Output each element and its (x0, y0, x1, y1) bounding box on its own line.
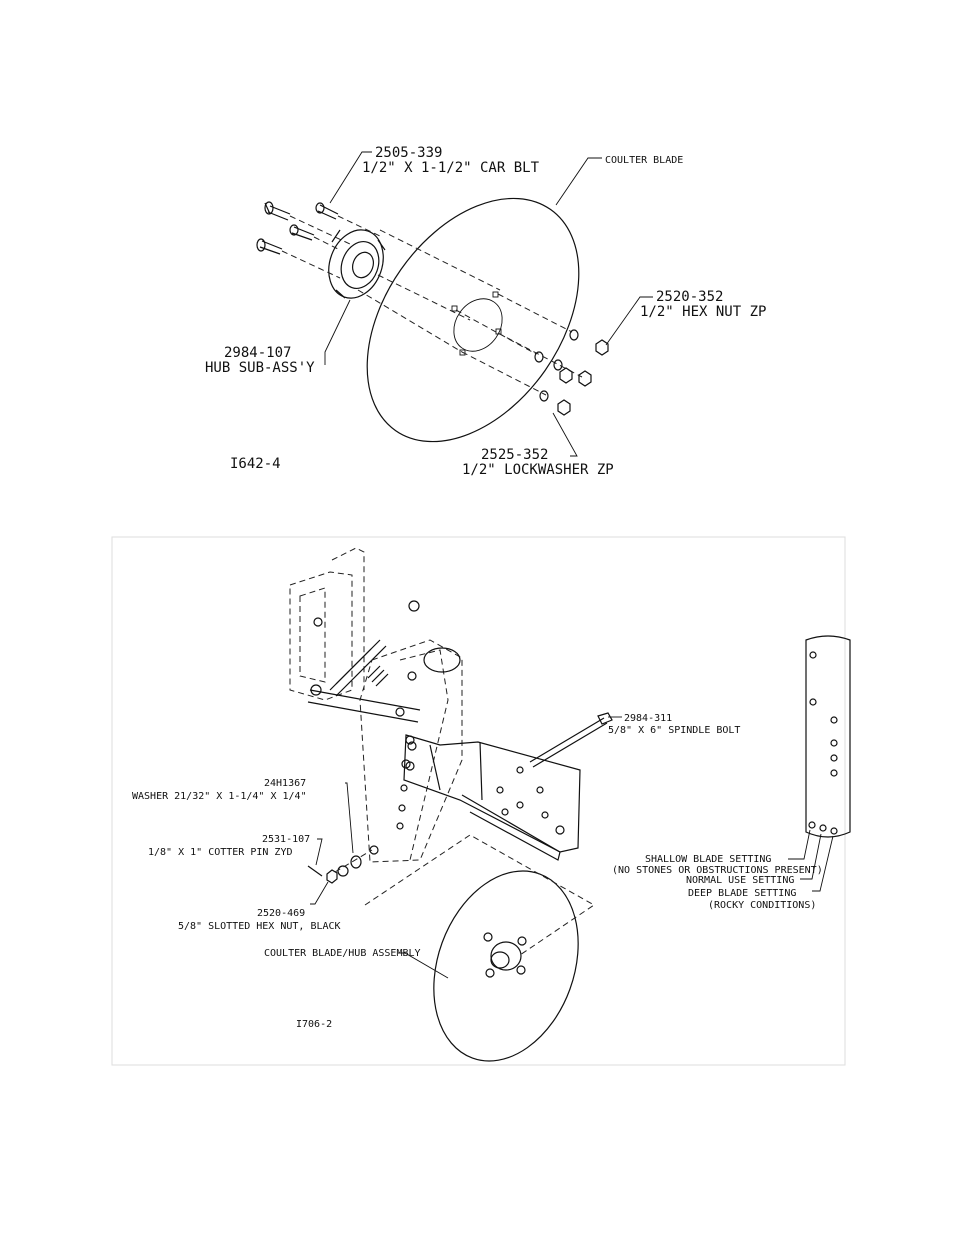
slotted-nut-description: 5/8" SLOTTED HEX NUT, BLACK (178, 921, 341, 932)
normal-setting-label: NORMAL USE SETTING (686, 875, 794, 886)
depth-adjustment-plate (788, 635, 851, 892)
nuts-and-lockwashers (455, 293, 609, 416)
coulter-blade-shape (366, 197, 580, 443)
car-bolt-part-number: 2505-339 (375, 145, 442, 161)
spindle-hardware (307, 782, 373, 905)
cotter-part-number: 2531-107 (262, 834, 310, 845)
washer-description: WASHER 21/32" X 1-1/4" X 1/4" (132, 791, 307, 802)
shallow-setting-note: (NO STONES OR OBSTRUCTIONS PRESENT) (612, 865, 823, 876)
spindle-description: 5/8" X 6" SPINDLE BOLT (608, 725, 740, 736)
washer-part-number: 24H1367 (264, 778, 306, 789)
hex-nut-description: 1/2" HEX NUT ZP (640, 304, 766, 320)
spindle-bolt (529, 712, 622, 768)
bottom-figure-id: I706-2 (296, 1019, 332, 1030)
blade-center-hole (453, 298, 503, 352)
lockwasher-part-number: 2525-352 (481, 447, 548, 463)
bottom-assembly-view: 2984-311 5/8" X 6" SPINDLE BOLT 24H1367 … (111, 536, 851, 1066)
top-exploded-view: 2505-339 1/2" X 1-1/2" CAR BLT COULTER B… (205, 145, 766, 478)
springs (329, 639, 389, 697)
hex-nut-part-number: 2520-352 (656, 289, 723, 305)
blade-holder-plate (403, 734, 581, 861)
bottom-figure-frame (111, 536, 846, 1066)
hub-description: HUB SUB-ASS'Y (205, 360, 315, 376)
car-bolt-description: 1/2" X 1-1/2" CAR BLT (362, 160, 540, 176)
blade-hub-assembly-label: COULTER BLADE/HUB ASSEMBLY (264, 948, 421, 959)
top-figure-id: I642-4 (230, 456, 281, 472)
mounting-bracket (289, 547, 421, 723)
cotter-description: 1/8" X 1" COTTER PIN ZYD (148, 847, 293, 858)
deep-setting-note: (ROCKY CONDITIONS) (708, 900, 816, 911)
hub-part-number: 2984-107 (224, 345, 291, 361)
slotted-nut-part-number: 2520-469 (257, 908, 305, 919)
spindle-part-number: 2984-311 (624, 713, 672, 724)
lockwasher-description: 1/2" LOCKWASHER ZP (462, 462, 614, 478)
coulter-blade-hub-assembly (364, 834, 595, 1062)
shallow-setting-label: SHALLOW BLADE SETTING (645, 854, 771, 865)
coulter-blade-label: COULTER BLADE (605, 155, 683, 166)
carriage-bolts (256, 201, 501, 353)
deep-setting-label: DEEP BLADE SETTING (688, 888, 796, 899)
hub-sub-assembly (328, 229, 386, 299)
coulter-arm (359, 639, 463, 863)
